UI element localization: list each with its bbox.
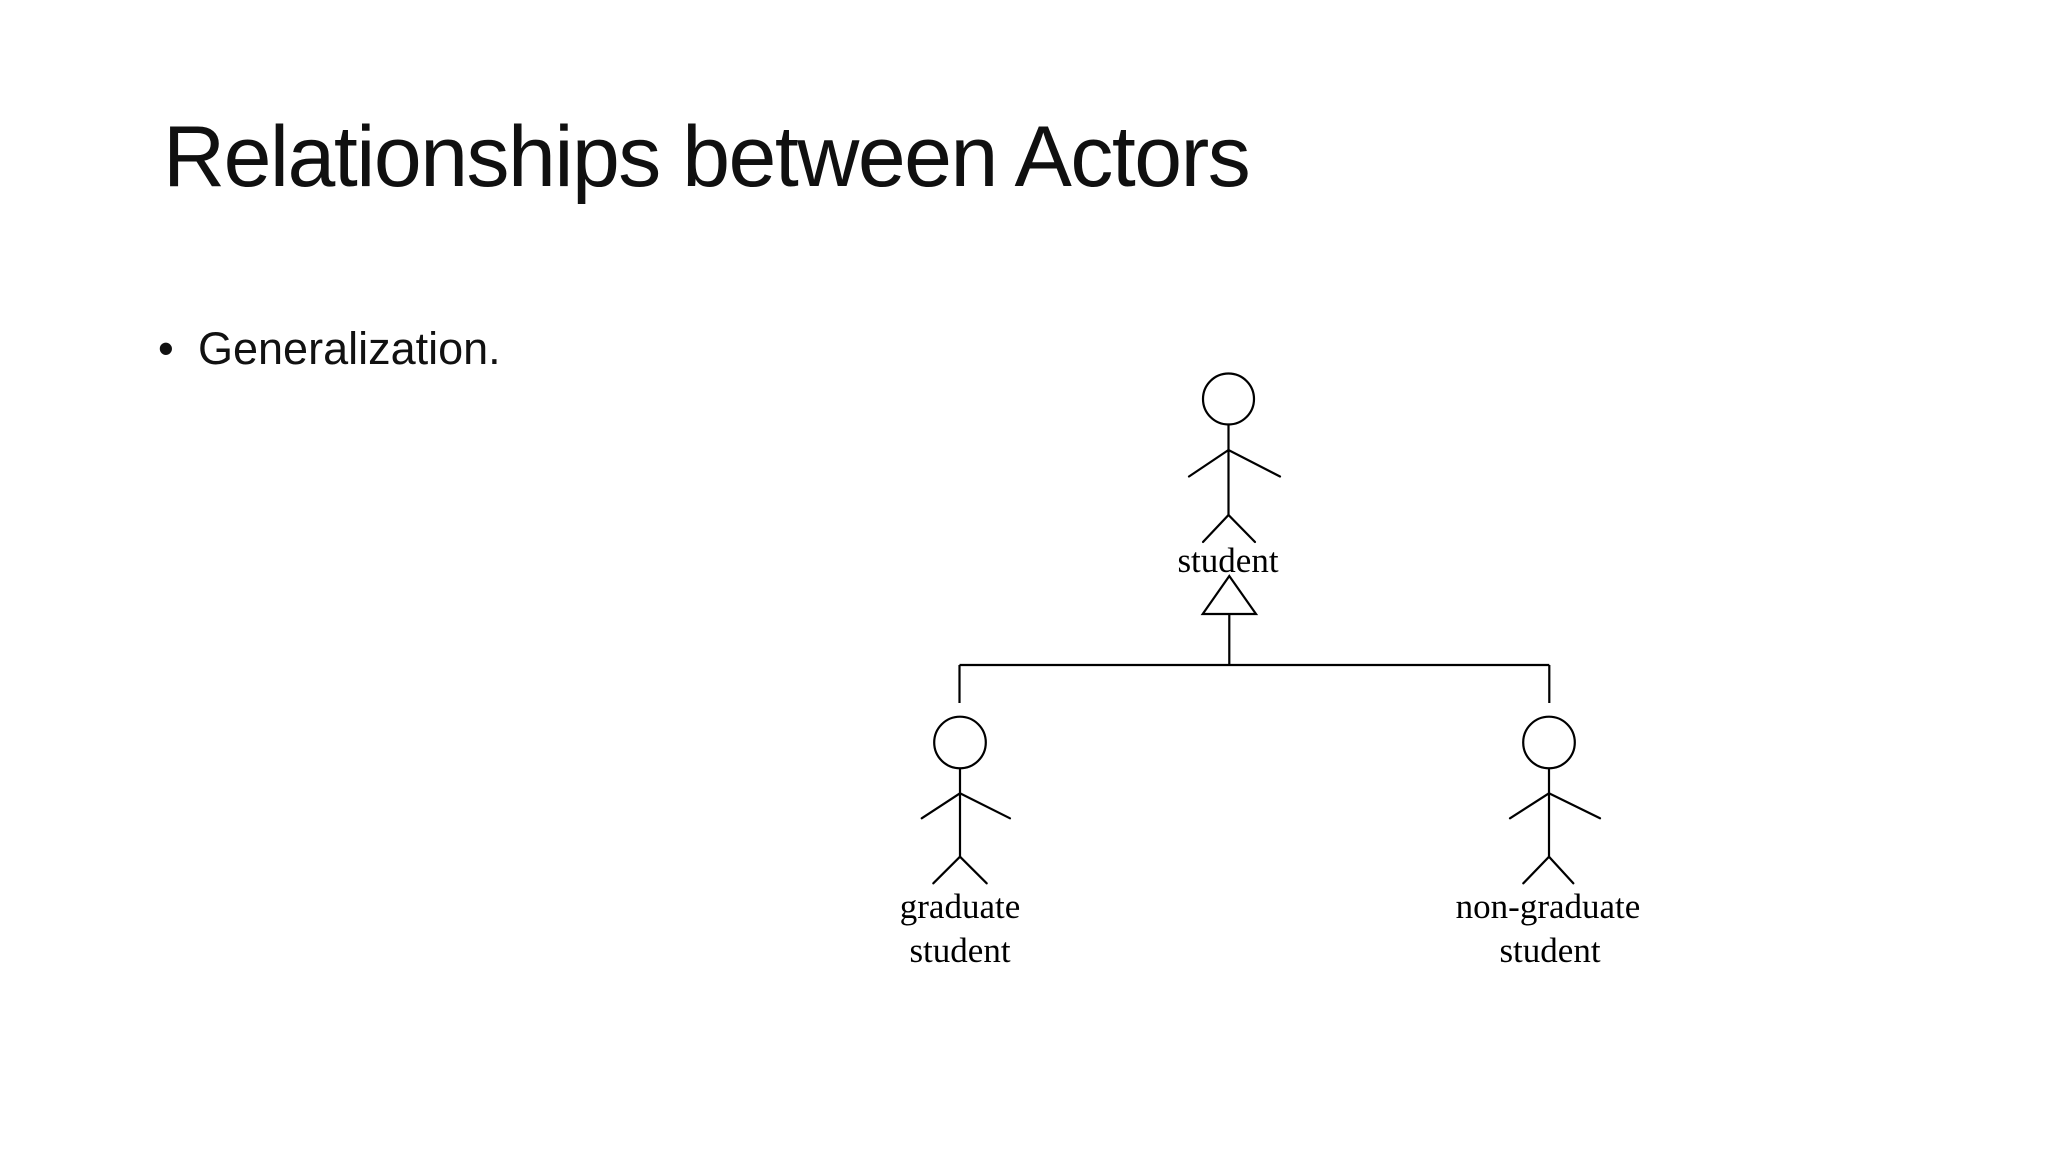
bullet-marker: •	[158, 323, 174, 374]
actor-graduate-student-label-line1: graduate	[900, 887, 1020, 926]
actor-non-graduate-student-label-line2: student	[1499, 931, 1600, 970]
slide-title: Relationships between Actors	[163, 109, 1251, 205]
actor-graduate-student-legs-icon	[932, 855, 988, 885]
actor-student-label: student	[1177, 541, 1278, 580]
actor-graduate-student: graduate student	[900, 715, 1020, 970]
generalization-arrowhead-icon	[1200, 574, 1259, 616]
bullet-text: Generalization.	[198, 323, 501, 374]
actor-non-graduate-student: non-graduate student	[1456, 715, 1641, 970]
bullet-list-item: • Generalization.	[158, 323, 501, 375]
actor-graduate-student-arms-icon	[920, 792, 1012, 820]
actor-non-graduate-student-label-line1: non-graduate	[1456, 887, 1641, 926]
actor-student-legs-icon	[1201, 513, 1257, 544]
actor-non-graduate-student-legs-icon	[1522, 855, 1575, 885]
actor-student: student	[1177, 372, 1282, 580]
actor-non-graduate-student-arms-icon	[1508, 792, 1602, 820]
actor-non-graduate-student-head-icon	[1522, 715, 1576, 770]
generalization-connector-lines	[958, 615, 1551, 703]
actor-graduate-student-label-line2: student	[909, 931, 1010, 970]
actor-student-arms-icon	[1187, 448, 1282, 478]
actor-student-head-icon	[1201, 372, 1256, 426]
actor-graduate-student-head-icon	[933, 715, 987, 770]
